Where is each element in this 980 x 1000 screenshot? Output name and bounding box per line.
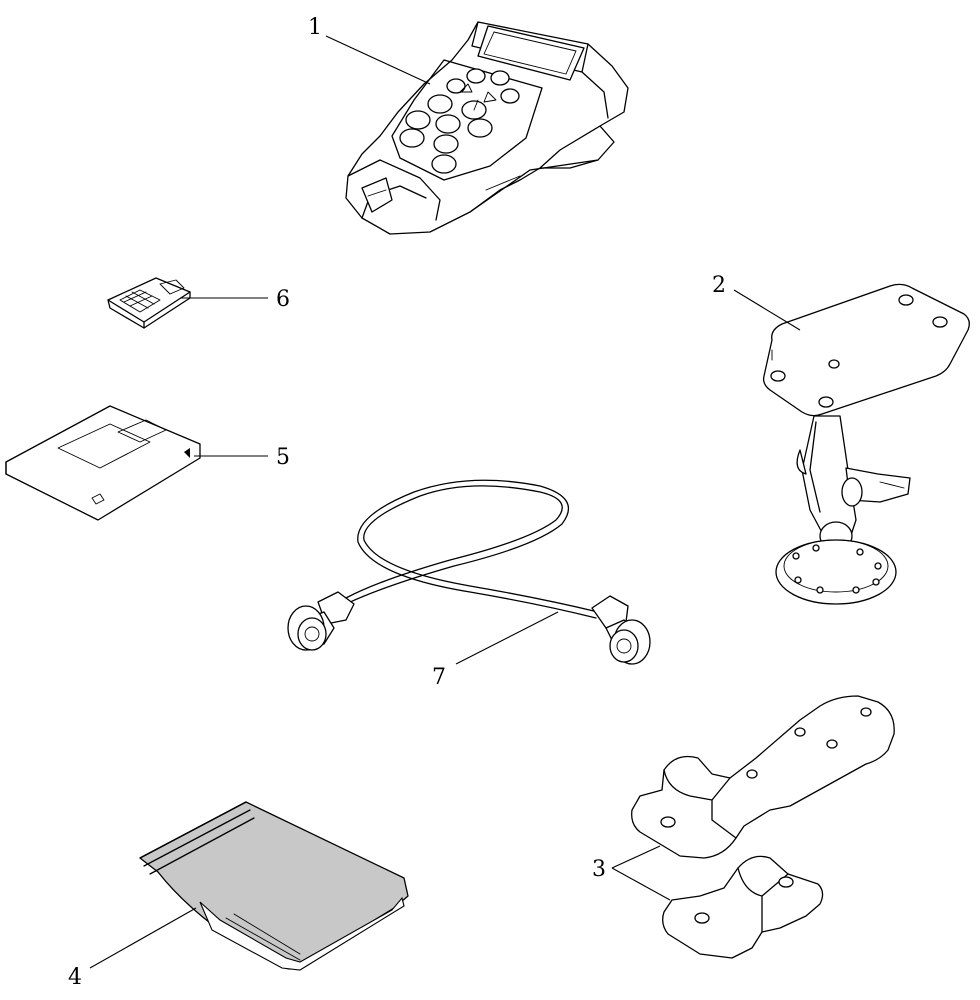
callout-6: 6 — [276, 287, 290, 312]
leader-4 — [89, 907, 197, 969]
callout-5: 5 — [276, 445, 290, 470]
callout-labels: 1 2 3 4 5 6 7 — [68, 15, 726, 990]
leader-3b — [611, 867, 671, 901]
callout-1: 1 — [308, 15, 322, 40]
handheld-terminal — [345, 21, 629, 235]
floppy-disk — [5, 405, 201, 521]
callout-4: 4 — [68, 965, 82, 990]
leader-3a — [611, 845, 661, 869]
clamp-bracket-set — [631, 695, 895, 959]
leader-1 — [325, 35, 431, 85]
storage-bag — [139, 801, 409, 971]
callout-2: 2 — [712, 273, 726, 298]
callout-7: 7 — [432, 665, 446, 690]
callout-3: 3 — [592, 857, 606, 882]
connector-cable — [287, 479, 651, 665]
suction-cup-mount — [762, 283, 970, 605]
leader-7 — [455, 611, 559, 665]
memory-card — [107, 277, 191, 329]
leader-lines — [89, 35, 801, 969]
leader-2 — [733, 289, 801, 331]
